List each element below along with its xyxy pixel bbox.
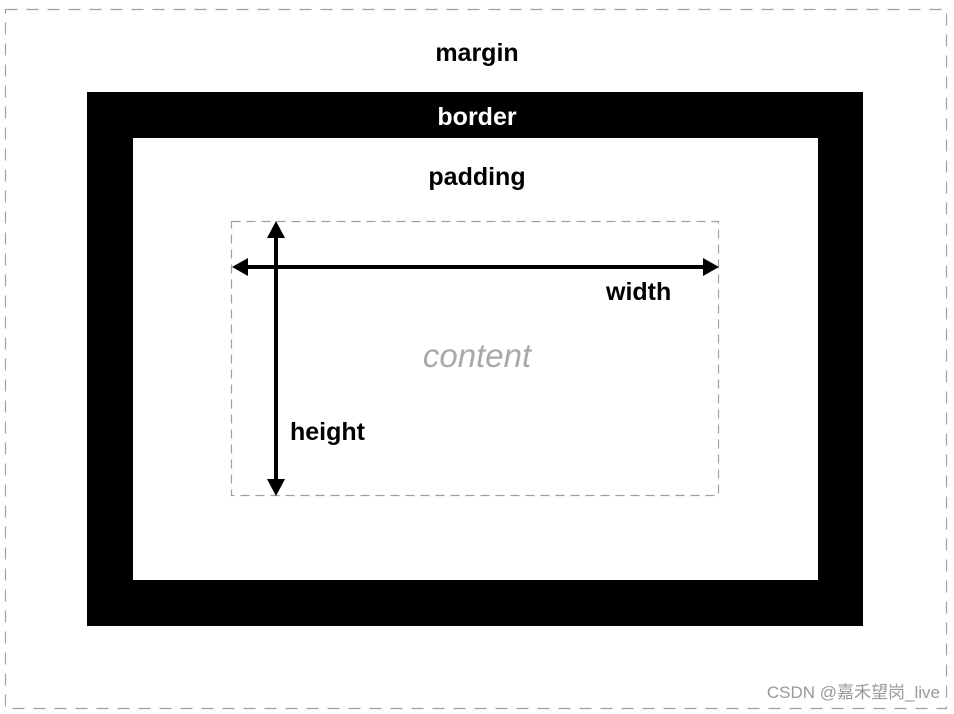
width-label: width: [606, 278, 672, 306]
margin-area: [4, 8, 948, 710]
padding-label: padding: [428, 163, 526, 191]
content-area: [230, 220, 720, 497]
height-arrow: [267, 221, 285, 496]
padding-area: [133, 138, 818, 580]
border-label: border: [437, 103, 517, 131]
width-arrow: [232, 258, 719, 276]
margin-dashed-outline: [4, 8, 948, 710]
watermark-text: CSDN @嘉禾望岗_live: [766, 683, 940, 702]
content-label: content: [422, 337, 532, 374]
margin-label: margin: [435, 39, 519, 67]
content-dashed-outline: [230, 220, 720, 497]
height-label: height: [290, 418, 365, 446]
